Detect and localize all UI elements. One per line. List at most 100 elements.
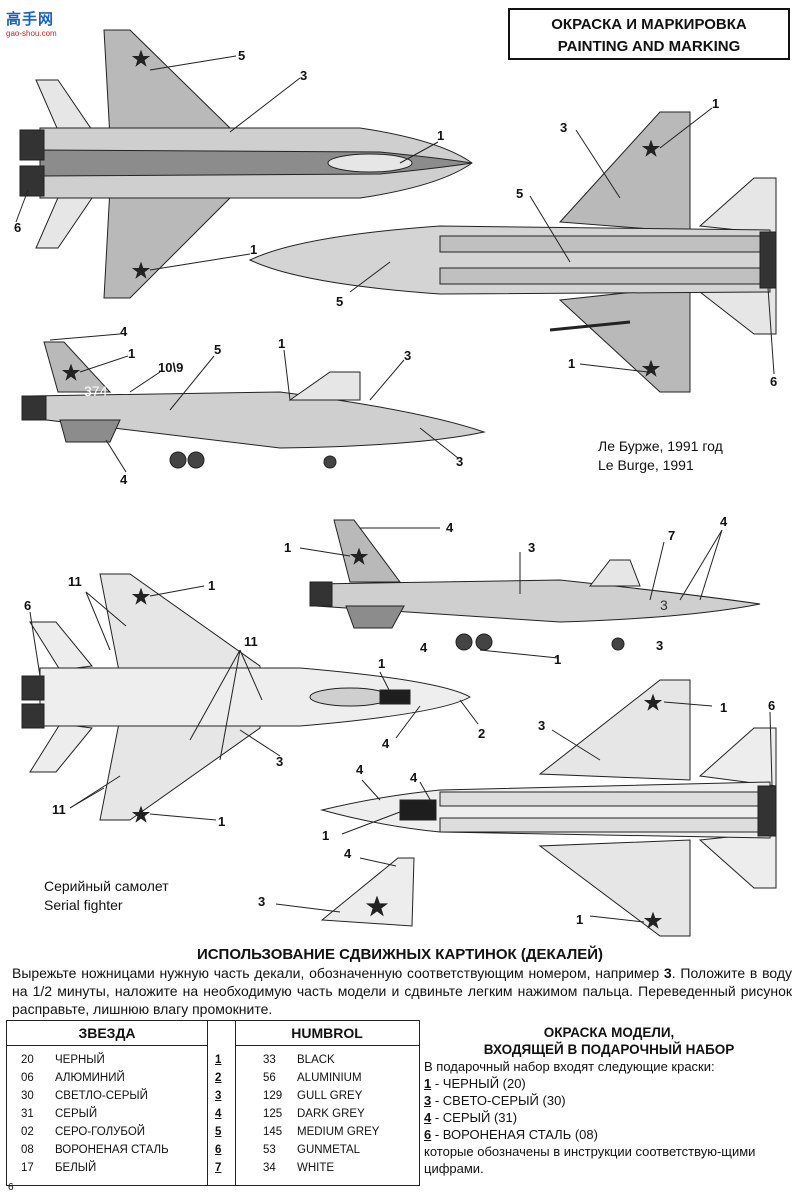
callout-11: 11 xyxy=(68,574,82,589)
callout-1: 1 xyxy=(208,578,215,593)
aircraft-artwork: 374 3 xyxy=(14,29,777,937)
callout-3: 3 xyxy=(538,718,545,733)
zvezda-header: ЗВЕЗДА xyxy=(7,1021,207,1046)
callout-6: 6 xyxy=(770,374,777,389)
humbrol-code: 145 xyxy=(263,1126,283,1138)
callout-1: 1 xyxy=(378,656,385,671)
callout-1: 1 xyxy=(322,828,329,843)
callout-6: 6 xyxy=(768,698,775,713)
zvezda-name: СЕРО-ГОЛУБОЙ xyxy=(55,1126,146,1138)
side-number-label: 374 xyxy=(84,383,108,399)
humbrol-name: BLACK xyxy=(297,1054,335,1066)
callout-10-9: 10\9 xyxy=(158,360,183,375)
callout-1: 1 xyxy=(218,814,225,829)
top-view-lower-left xyxy=(21,573,479,823)
zvezda-name: СВЕТЛО-СЕРЫЙ xyxy=(55,1090,148,1102)
callout-5: 5 xyxy=(516,186,523,201)
gift-item-text: - СЕРЫЙ (31) xyxy=(431,1110,518,1125)
callout-3: 3 xyxy=(258,894,265,909)
humbrol-code: 53 xyxy=(263,1144,276,1156)
gift-item-number: 4 xyxy=(424,1110,432,1125)
gift-item: 3 - СВЕТО-СЕРЫЙ (30) xyxy=(424,1092,794,1109)
humbrol-header: HUMBROL xyxy=(235,1021,419,1046)
humbrol-name: GUNMETAL xyxy=(297,1144,361,1156)
side-view-lower-right: 3 xyxy=(299,519,761,659)
callout-1: 1 xyxy=(568,356,575,371)
serial-caption-en: Serial fighter xyxy=(44,897,123,913)
zvezda-name: БЕЛЫЙ xyxy=(55,1162,97,1174)
nose-number-label: 3 xyxy=(660,597,668,613)
humbrol-name: MEDIUM GREY xyxy=(297,1126,380,1138)
paint-number: 1 xyxy=(215,1054,222,1066)
serial-fighter-caption: Серийный самолет Serial fighter xyxy=(44,877,169,915)
callout-1: 1 xyxy=(250,242,257,257)
callout-5: 5 xyxy=(238,48,245,63)
callout-1: 1 xyxy=(284,540,291,555)
gift-item-text: - ЧЕРНЫЙ (20) xyxy=(431,1076,526,1091)
gift-set-section: ОКРАСКА МОДЕЛИ, ВХОДЯЩЕЙ В ПОДАРОЧНЫЙ НА… xyxy=(424,1024,794,1177)
paint-number: 7 xyxy=(215,1162,222,1174)
gift-heading-2: ВХОДЯЩЕЙ В ПОДАРОЧНЫЙ НАБОР xyxy=(483,1042,735,1057)
side-view-middle: 374 xyxy=(21,333,486,473)
callout-4: 4 xyxy=(120,472,128,487)
paint-number: 4 xyxy=(215,1108,222,1120)
le-bourget-caption-ru: Ле Бурже, 1991 год xyxy=(598,438,723,454)
callout-11: 11 xyxy=(52,802,66,817)
humbrol-name: ALUMINIUM xyxy=(297,1072,362,1084)
gift-item-text: - ВОРОНЕНАЯ СТАЛЬ (08) xyxy=(431,1127,598,1142)
callout-4: 4 xyxy=(446,520,454,535)
gift-intro: В подарочный набор входят следующие крас… xyxy=(424,1059,715,1074)
callout-3: 3 xyxy=(528,540,535,555)
instructions-line1: Вырежьте ножницами нужную часть декали, … xyxy=(12,965,660,981)
logo-url: gao-shou.com xyxy=(6,29,57,38)
serial-caption-ru: Серийный самолет xyxy=(44,878,169,894)
bottom-view-lower-right xyxy=(320,679,777,937)
zvezda-code: 31 xyxy=(21,1108,34,1120)
callout-4: 4 xyxy=(410,770,418,785)
callout-5: 5 xyxy=(336,294,343,309)
gift-item: 4 - СЕРЫЙ (31) xyxy=(424,1109,794,1126)
callout-5: 5 xyxy=(214,342,221,357)
humbrol-name: WHITE xyxy=(297,1162,335,1174)
callout-1: 1 xyxy=(720,700,727,715)
humbrol-code: 129 xyxy=(263,1090,283,1102)
humbrol-code: 125 xyxy=(263,1108,283,1120)
zvezda-code: 17 xyxy=(21,1162,34,1174)
callout-3: 3 xyxy=(404,348,411,363)
decal-instructions-text: Вырежьте ножницами нужную часть декали, … xyxy=(12,965,793,1017)
callout-4: 4 xyxy=(344,846,352,861)
callout-1: 1 xyxy=(278,336,285,351)
callout-7: 7 xyxy=(668,528,675,543)
title-box: ОКРАСКА И МАРКИРОВКА PAINTING AND MARKIN… xyxy=(508,8,790,60)
bottom-view-upper-right xyxy=(248,107,777,393)
callout-1: 1 xyxy=(576,912,583,927)
callout-6: 6 xyxy=(14,220,21,235)
zvezda-name: ВОРОНЕНАЯ СТАЛЬ xyxy=(55,1144,169,1156)
gift-item-number: 3 xyxy=(424,1093,432,1108)
callout-4: 4 xyxy=(120,324,128,339)
decal-instructions-heading: ИСПОЛЬЗОВАНИЕ СДВИЖНЫХ КАРТИНОК (ДЕКАЛЕЙ… xyxy=(196,946,604,963)
gift-item-text: - СВЕТО-СЕРЫЙ (30) xyxy=(431,1093,566,1108)
zvezda-code: 20 xyxy=(21,1054,34,1066)
le-bourget-caption-en: Le Burge, 1991 xyxy=(598,457,694,473)
site-logo: 高手网 gao-shou.com xyxy=(6,8,72,38)
callout-1: 1 xyxy=(128,346,135,361)
humbrol-code: 33 xyxy=(263,1054,276,1066)
humbrol-code: 56 xyxy=(263,1072,276,1084)
callout-6: 6 xyxy=(24,598,31,613)
gift-item-number: 6 xyxy=(424,1127,432,1142)
paint-number: 3 xyxy=(215,1090,222,1102)
title-ru: ОКРАСКА И МАРКИРОВКА xyxy=(551,16,747,33)
gift-outro: которые обозначены в инструкции соответс… xyxy=(424,1144,756,1176)
zvezda-code: 08 xyxy=(21,1144,34,1156)
callout-4: 4 xyxy=(356,762,364,777)
callout-4: 4 xyxy=(720,514,728,529)
humbrol-name: DARK GREY xyxy=(297,1108,365,1120)
table-row: 08 ВОРОНЕНАЯ СТАЛЬ 6 53 GUNMETAL xyxy=(7,1141,419,1159)
paint-number: 6 xyxy=(215,1144,222,1156)
